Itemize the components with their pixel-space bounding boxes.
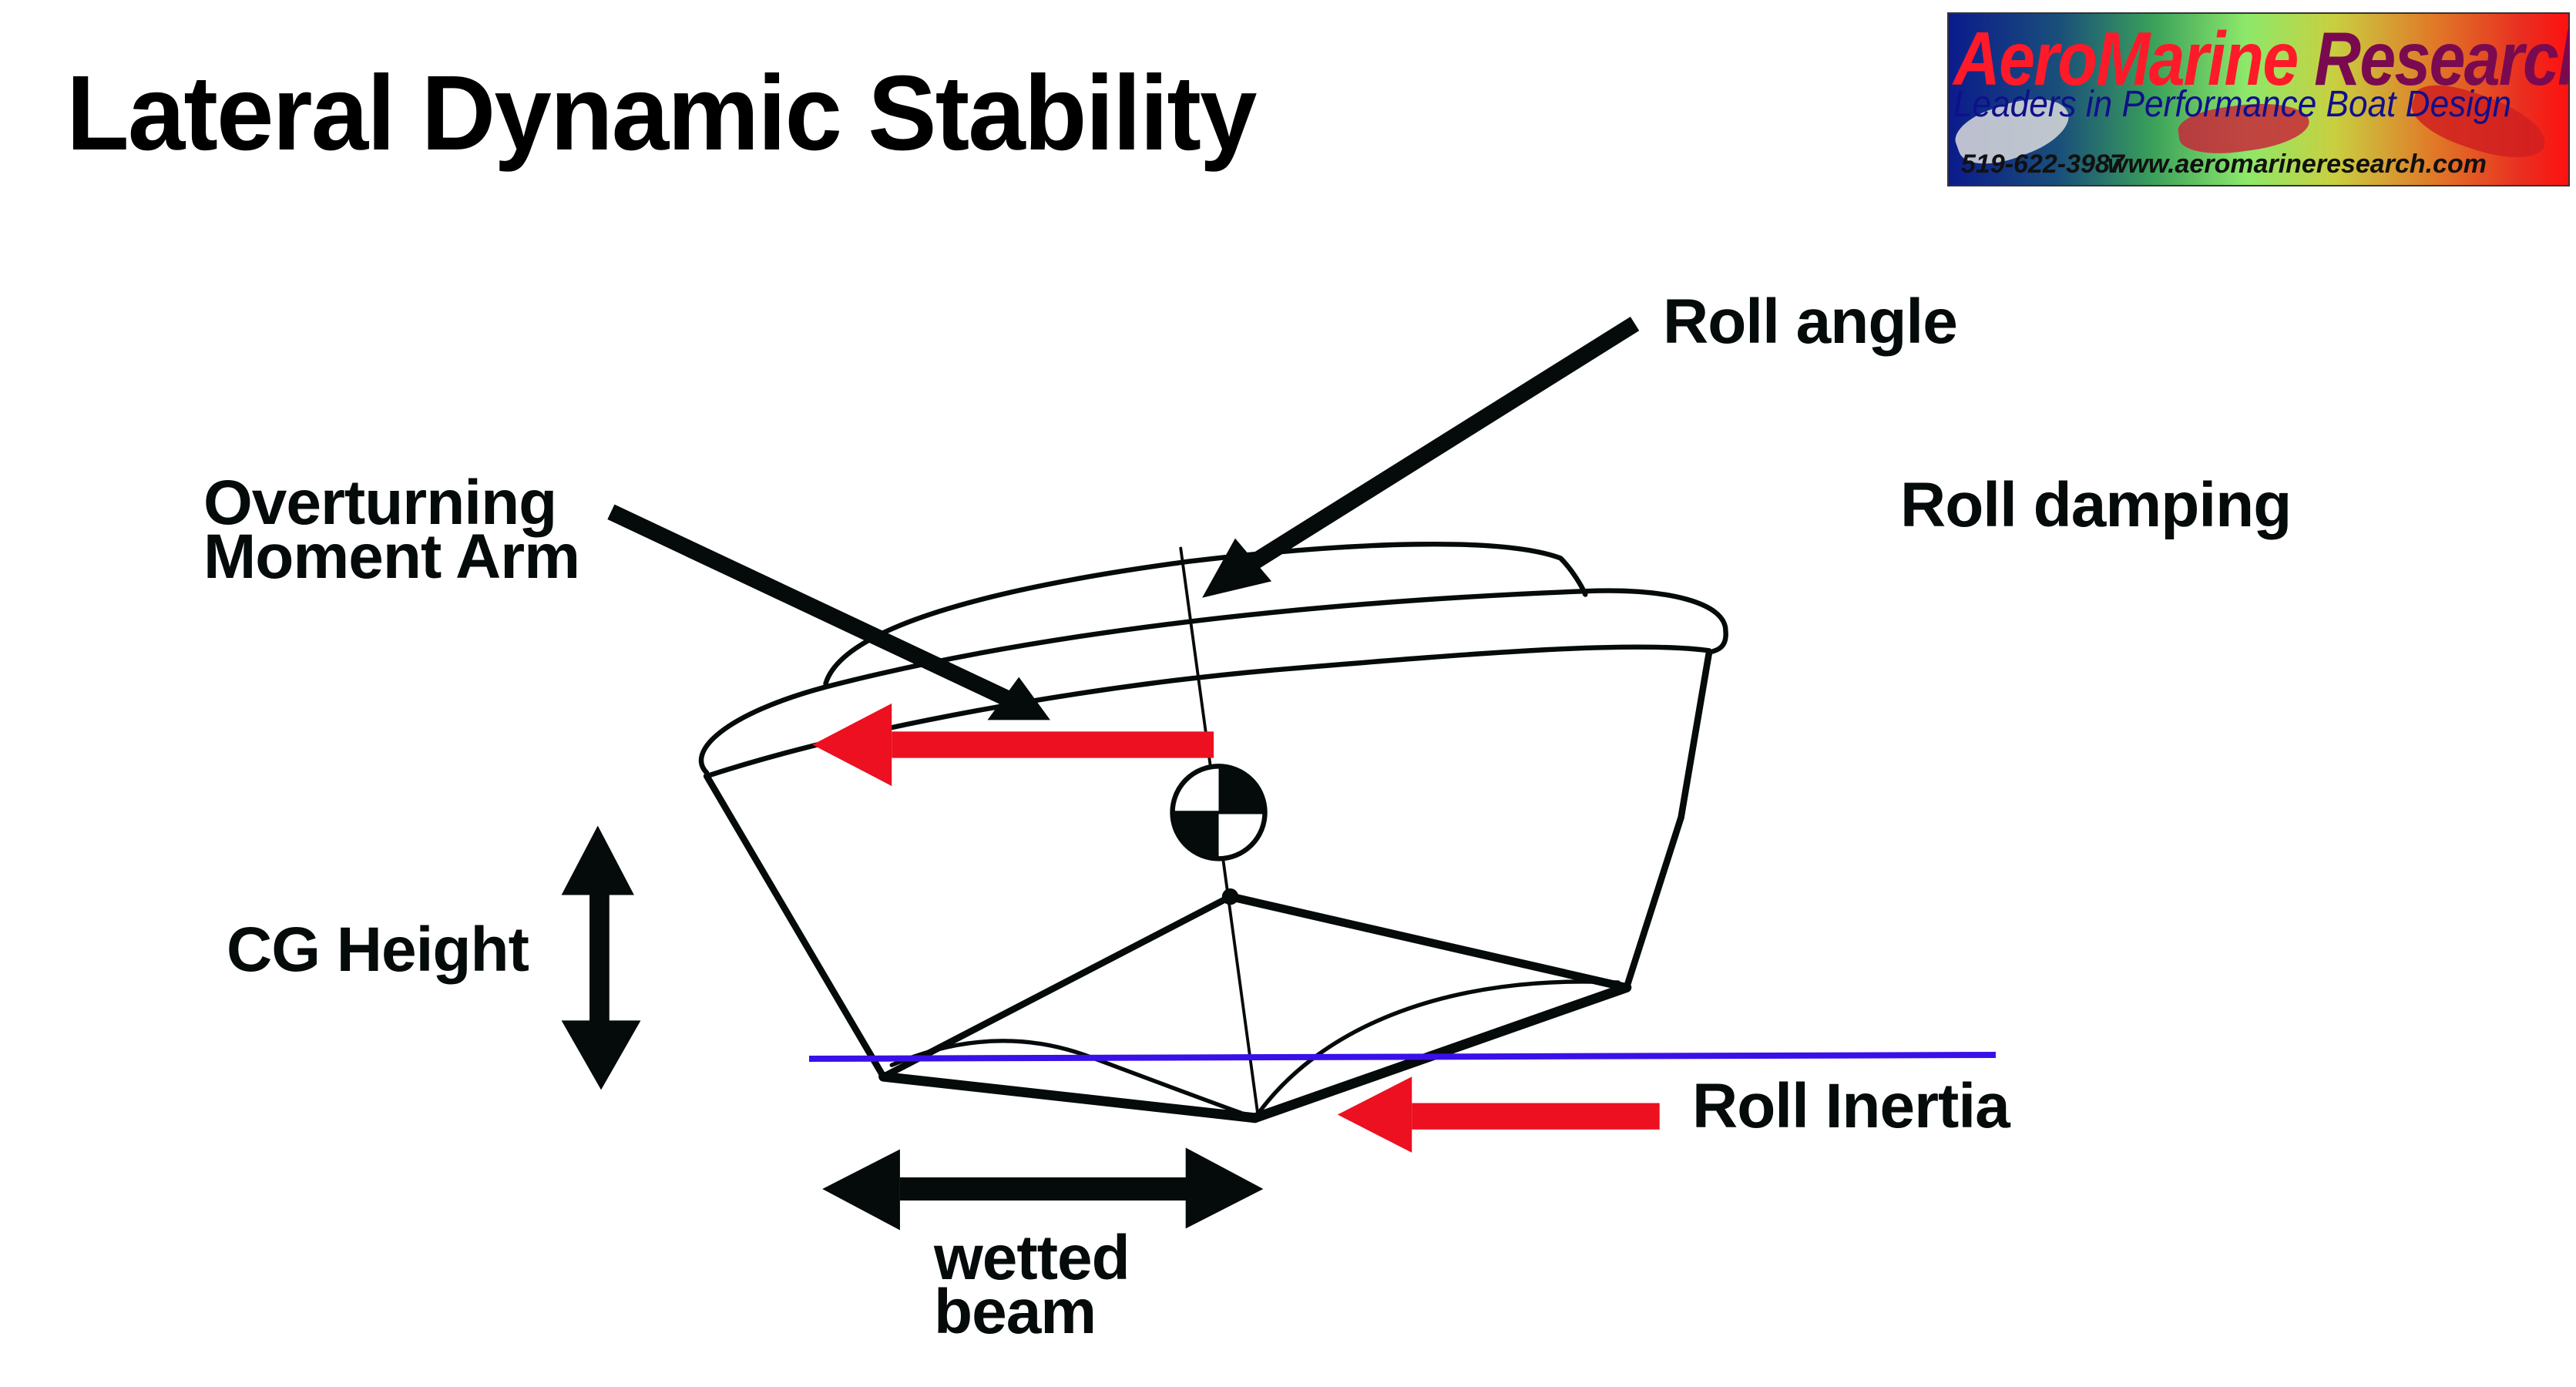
logo-name: AeroMarine Research — [1953, 15, 2570, 102]
logo-tagline: Leaders in Performance Boat Design — [1953, 84, 2512, 125]
logo-name-aero: Aero — [1953, 16, 2097, 101]
boat-hull-starboard-side — [1623, 649, 1713, 991]
cg-height-double-arrow — [561, 825, 641, 1090]
label-overturning-line1: Overturning — [203, 468, 557, 538]
boat-chine-starboard — [1226, 892, 1631, 992]
label-roll-inertia: Roll Inertia — [1692, 1071, 2010, 1141]
slide-title: Lateral Dynamic Stability — [66, 54, 1257, 173]
logo-phone: 519-622-3987 — [1961, 149, 2124, 179]
boat-strake-starboard — [1253, 979, 1620, 1120]
waterline — [808, 1052, 1997, 1062]
boat-gunwale — [698, 588, 1728, 776]
label-wetted-line2: beam — [934, 1277, 1097, 1347]
label-overturning-line2: Moment Arm — [203, 522, 580, 592]
center-of-gravity-icon — [1170, 764, 1268, 861]
label-cg-height: CG Height — [227, 915, 529, 985]
label-wetted-line1: wetted — [934, 1223, 1130, 1293]
roll-angle-pointer-arrow — [1202, 316, 1640, 598]
roll-inertia-arrow — [1337, 1076, 1660, 1153]
overturning-force-arrow — [812, 703, 1214, 787]
wetted-beam-double-arrow — [822, 1147, 1264, 1231]
logo-name-marine: Marine — [2096, 16, 2299, 101]
boat-bottom-starboard — [1250, 982, 1632, 1123]
boat-bottom-port — [878, 1071, 1261, 1123]
logo-website: www.aeromarineresearch.com — [2107, 149, 2487, 179]
boat-hull-port-side — [703, 772, 887, 1080]
aeromarine-logo: AeroMarine Research Leaders in Performan… — [1947, 12, 2570, 186]
logo-name-research: Research — [2297, 16, 2570, 101]
label-roll-damping: Roll damping — [1900, 470, 2292, 540]
overturning-pointer-arrow — [607, 504, 1050, 720]
label-roll-angle: Roll angle — [1663, 287, 1958, 357]
keel-point — [1221, 888, 1239, 905]
